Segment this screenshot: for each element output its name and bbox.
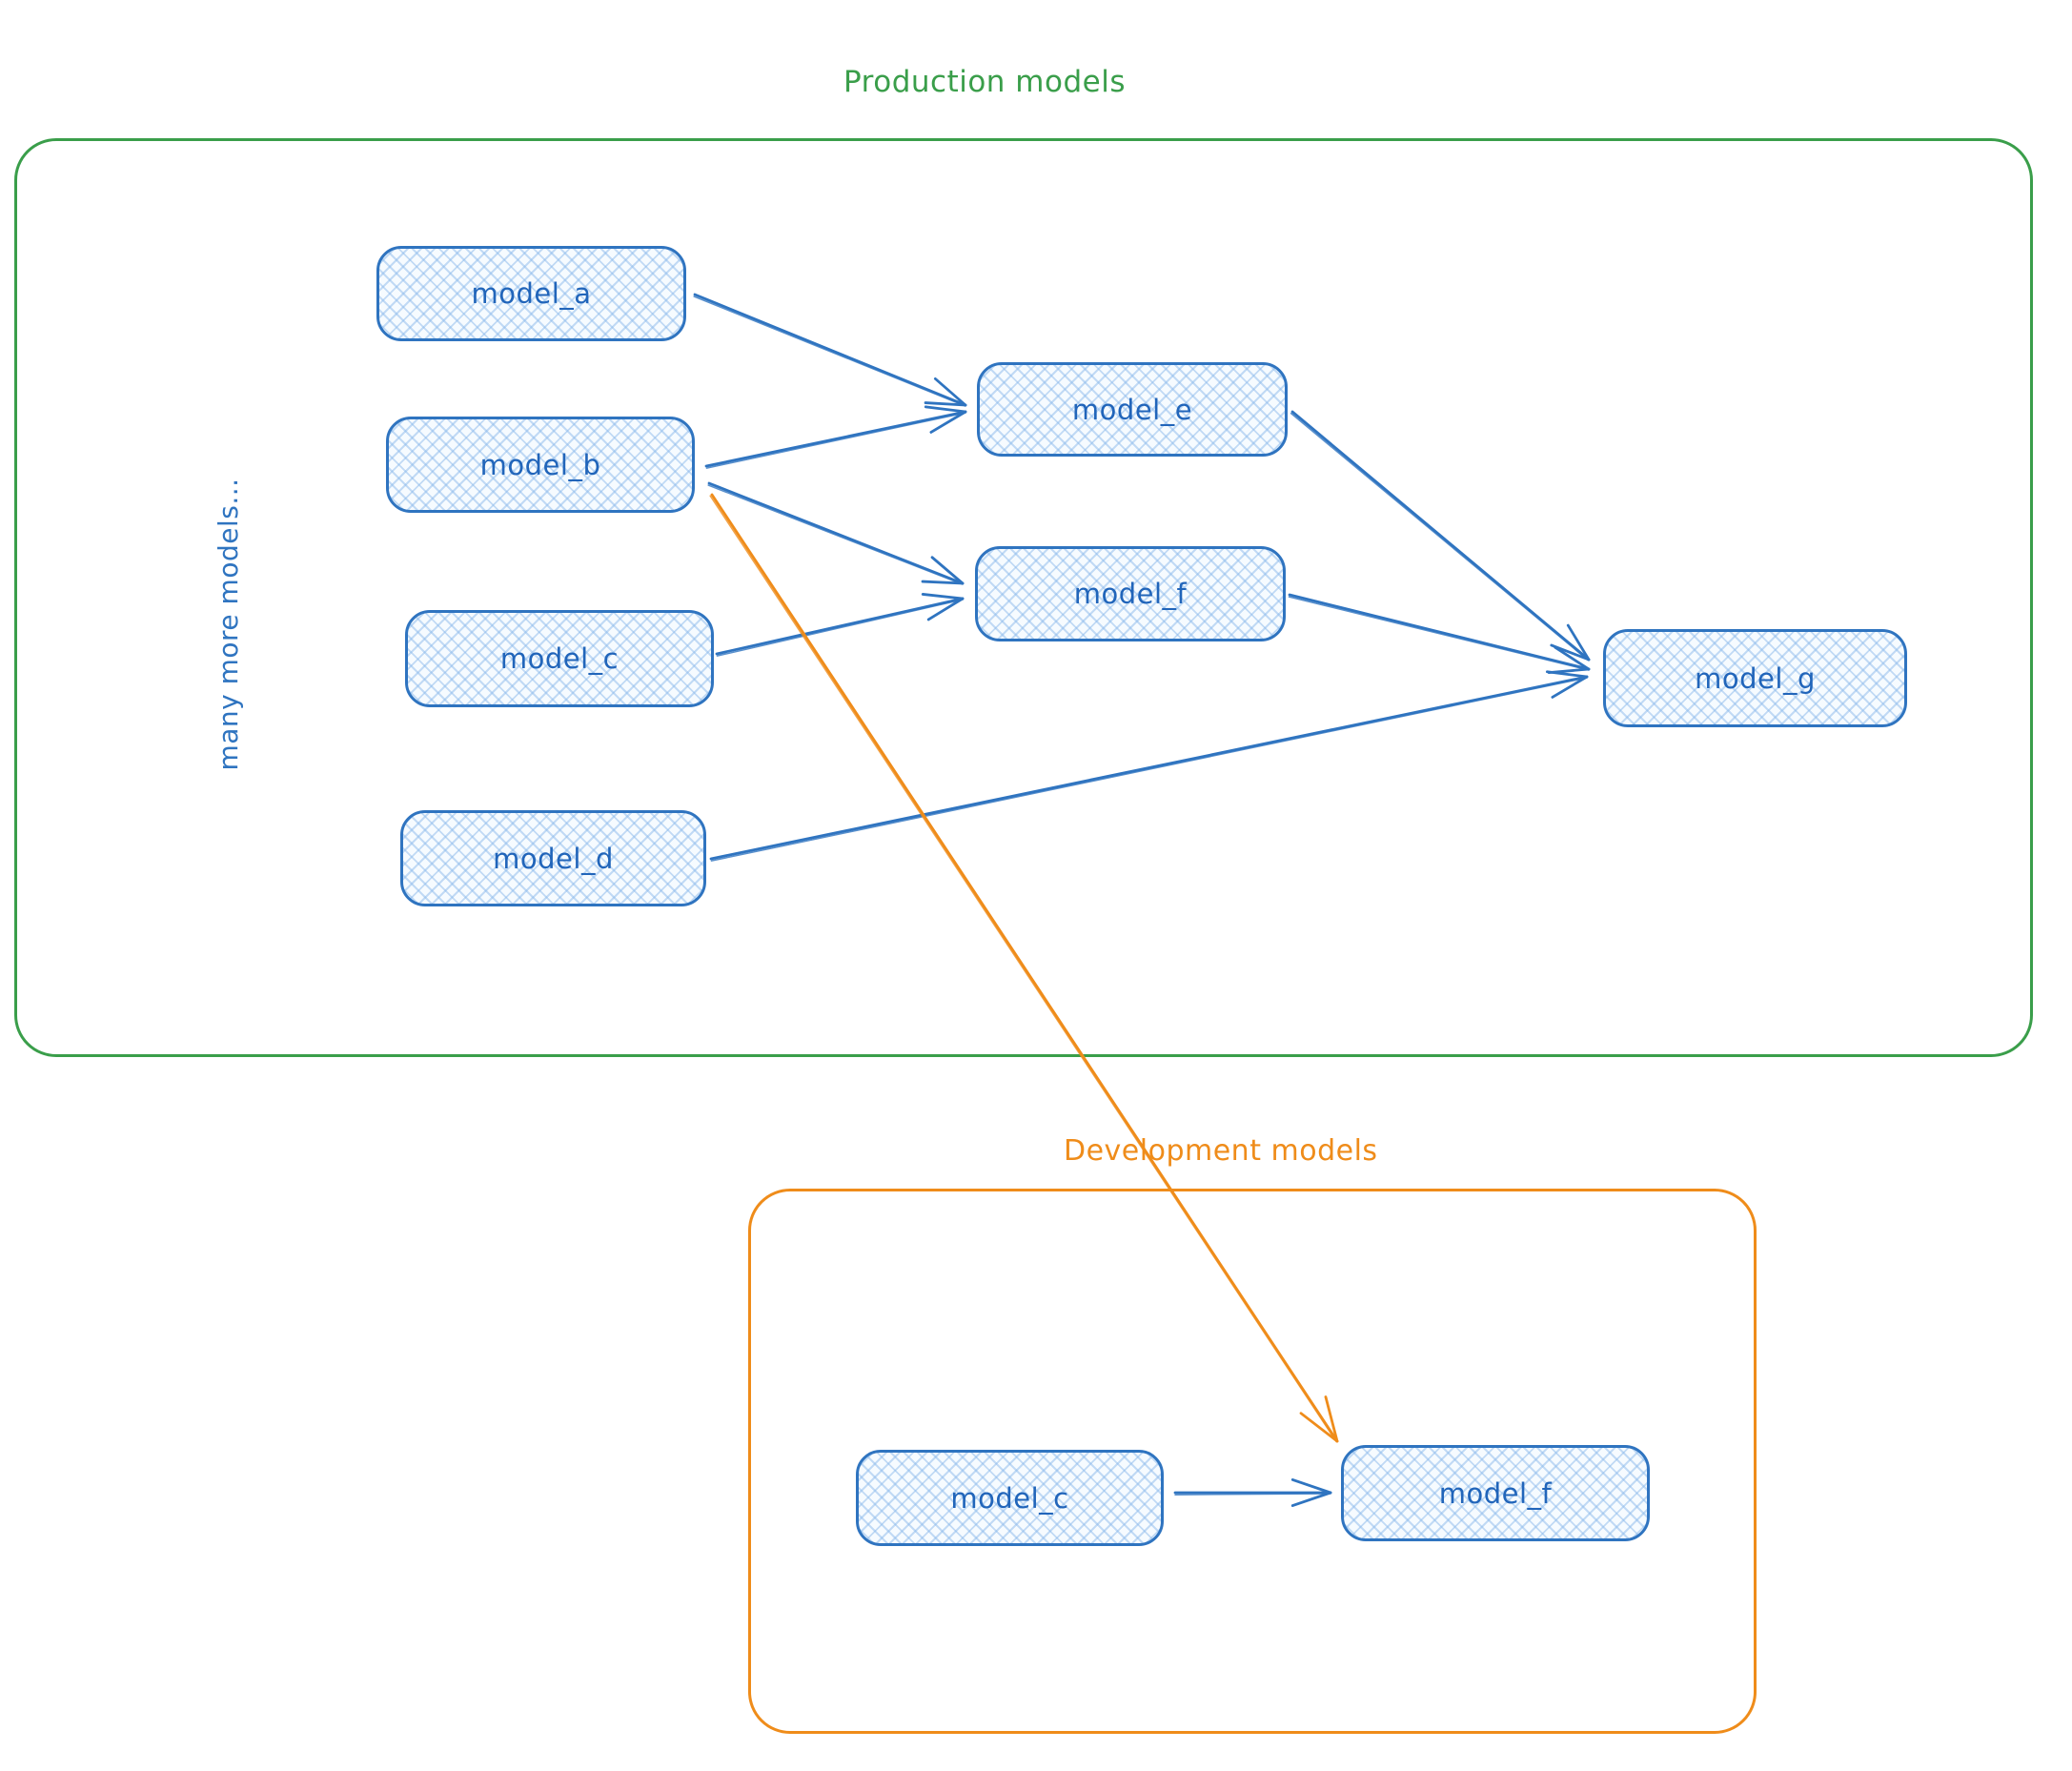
node-label: model_a <box>471 277 592 310</box>
node-model_d: model_d <box>400 810 706 906</box>
development-label: Development models <box>1064 1134 1378 1168</box>
node-dev_model_c: model_c <box>856 1450 1164 1546</box>
node-model_b: model_b <box>386 417 695 513</box>
node-model_c: model_c <box>405 610 714 707</box>
node-dev_model_f: model_f <box>1341 1445 1650 1541</box>
node-model_e: model_e <box>977 362 1288 457</box>
node-label: model_g <box>1695 662 1816 695</box>
node-label: model_f <box>1073 578 1188 610</box>
node-label: model_e <box>1071 393 1193 426</box>
node-model_g: model_g <box>1603 629 1907 727</box>
node-label: model_b <box>479 448 601 481</box>
node-label: model_c <box>499 642 620 675</box>
node-label: model_d <box>493 842 614 875</box>
node-label: model_f <box>1438 1476 1553 1510</box>
production-label: Production models <box>843 65 1126 99</box>
node-model_f: model_f <box>975 546 1286 641</box>
node-label: model_c <box>950 1481 1069 1515</box>
node-model_a: model_a <box>376 246 686 341</box>
many-more-models-note: many more models... <box>213 478 244 771</box>
